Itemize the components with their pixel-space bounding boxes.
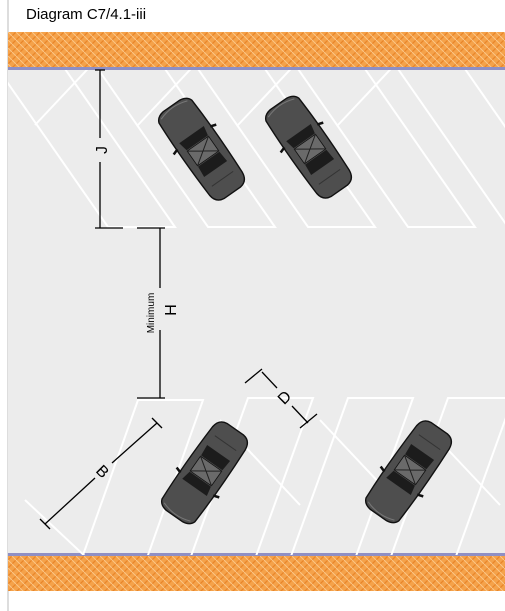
top-parking-bays bbox=[8, 70, 505, 228]
label-minimum: Minimum bbox=[146, 293, 157, 334]
dimension-j bbox=[95, 69, 123, 229]
dimension-lines bbox=[39, 69, 318, 530]
diagram-title: Diagram C7/4.1-iii bbox=[26, 6, 147, 23]
label-h: H bbox=[163, 304, 180, 316]
label-j: J bbox=[94, 146, 111, 154]
dimension-h bbox=[137, 227, 165, 399]
bottom-kerb bbox=[8, 553, 505, 591]
top-kerb bbox=[8, 32, 505, 70]
dimension-d bbox=[244, 368, 318, 429]
dimension-b bbox=[39, 417, 163, 530]
pavement bbox=[8, 69, 505, 556]
